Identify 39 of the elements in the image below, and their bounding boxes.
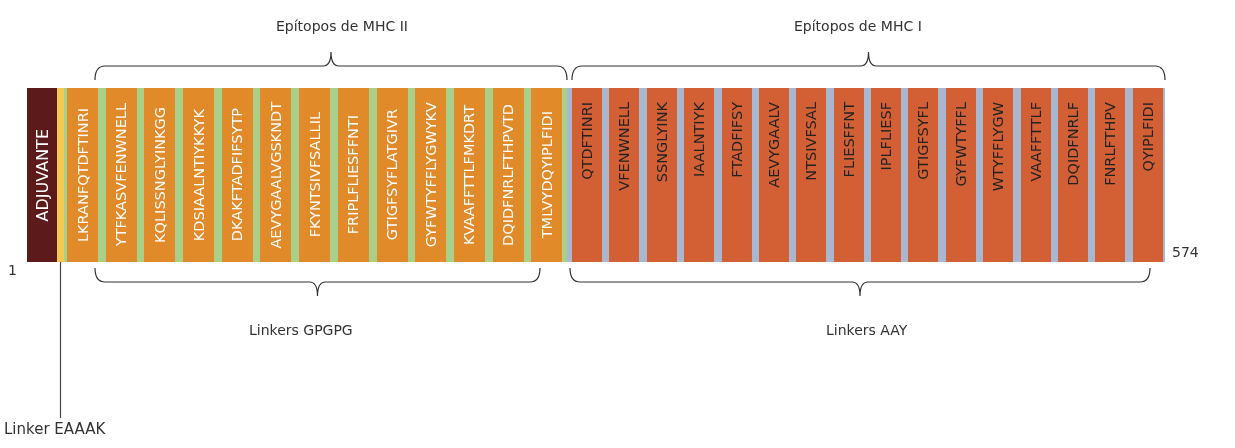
section-heading: Epítopos de MHC I	[794, 18, 922, 34]
mhc-ii-epitope-segment: KQLISSNGLYINKGG	[144, 88, 176, 262]
mhc-i-epitope-segment: DQIDFNRLF	[1057, 88, 1088, 262]
mhc-i-epitope-segment: WTYFFLYGW	[983, 88, 1014, 262]
mhc-i-epitope-segment: VFENWNELL	[609, 88, 640, 262]
linker-label: Linkers AAY	[826, 322, 908, 338]
mhc-ii-epitope-segment: FKYNTSIVFSALLIL	[299, 88, 331, 262]
mhc-i-epitope-segment: AEVYGAALV	[758, 88, 789, 262]
callout-label: Linker EAAAK	[4, 418, 124, 440]
mhc-ii-epitope-segment: LKRANFQTDFTINRI	[67, 88, 98, 262]
mhc-ii-epitope-segment: AEVYGAALVGSKNDT	[260, 88, 292, 262]
mhc-ii-epitope-segment: DKAKFTADFIFSYTP	[221, 88, 253, 262]
mhc-ii-epitope-segment: GYFWTYFFLYGWYKV	[415, 88, 447, 262]
mhc-ii-epitope-segment: KVAAFFTTLFMKDRT	[453, 88, 485, 262]
section-heading: Epítopos de MHC II	[276, 18, 408, 34]
mhc-i-epitope-segment: FLIESFFNT	[833, 88, 864, 262]
mhc-i-epitope-segment: VAAFFTTLF	[1020, 88, 1051, 262]
mhc-i-epitope-segment: SSNGLYINK	[646, 88, 677, 262]
mhc-i-epitope-segment: IPLFLIESF	[871, 88, 901, 262]
mhc-i-epitope-segment: GTIGFSYFL	[908, 88, 939, 262]
leader-line	[59, 261, 62, 419]
mhc-ii-epitope-segment: DQIDFNRLFTHPVTD	[492, 88, 524, 262]
mhc-ii-epitope-segment: KDSIAALNTIYKKYK	[183, 88, 215, 262]
adjuvant-segment: ADJUVANTE	[27, 88, 57, 262]
mhc-i-epitope-segment: NTSIVFSAL	[796, 88, 827, 262]
linker-label: Linkers GPGPG	[249, 322, 353, 338]
position-number: 574	[1172, 244, 1199, 260]
mhc-i-epitope-segment: QTDFTINRI	[572, 88, 602, 262]
mhc-ii-epitope-segment: GTIGFSYFLATGIVR	[376, 88, 408, 262]
mhc-i-epitope-segment: QYIPLFIDI	[1132, 88, 1163, 262]
linker-bar	[57, 88, 64, 262]
mhc-i-epitope-segment: FNRLFTHPV	[1095, 88, 1126, 262]
position-number: 1	[8, 262, 17, 278]
mhc-i-epitope-segment: GYFWTYFFL	[945, 88, 976, 262]
mhc-ii-epitope-segment: YTFKASVFENWNELL	[105, 88, 137, 262]
mhc-ii-epitope-segment: TMLVYDQYIPLFIDI	[531, 88, 563, 262]
mhc-i-epitope-segment: FTADFIFSY	[721, 88, 752, 262]
mhc-i-epitope-segment: IAALNTIYK	[684, 88, 715, 262]
mhc-ii-epitope-segment: FRIPLFLIESFFNTI	[337, 88, 369, 262]
